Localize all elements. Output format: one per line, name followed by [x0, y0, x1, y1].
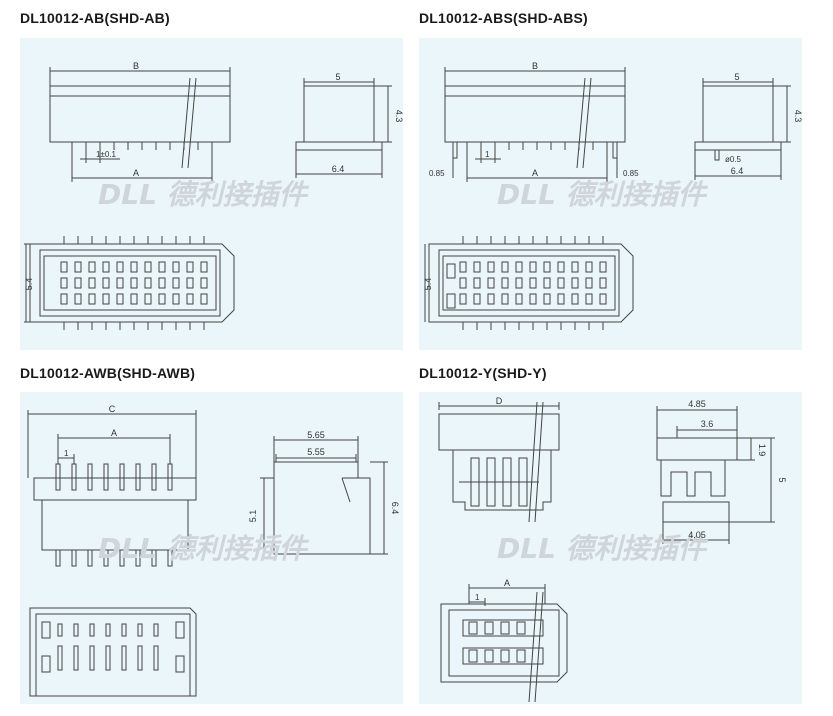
drawing-ab: DLL 德利接插件 B 1±0.1 A 5 4.3 6.4 5.4: [24, 61, 403, 330]
dim-0-85-right: 0.85: [623, 169, 639, 178]
drawing-panel-abs: DLL 德利接插件 B 1 A 0.85 0.85 5 4.3 ø0.5 6.4…: [419, 38, 802, 350]
dim-5-4: 5.4: [423, 278, 433, 291]
dim-6-4: 6.4: [390, 502, 400, 515]
dim-4-85: 4.85: [688, 399, 706, 409]
panel-4-title: DL10012-Y(SHD-Y): [419, 365, 547, 381]
dim-A: A: [532, 168, 538, 178]
dim-5: 5: [734, 72, 739, 82]
dim-4-05: 4.05: [688, 530, 706, 540]
dim-pitch: 1: [485, 150, 490, 159]
dim-A: A: [504, 578, 510, 588]
dim-5-4: 5.4: [24, 278, 34, 291]
dim-4-3: 4.3: [394, 110, 403, 123]
dim-5: 5: [777, 477, 787, 482]
dim-1-9: 1.9: [757, 444, 767, 457]
dim-5-1: 5.1: [248, 510, 258, 523]
watermark: DLL 德利接插件: [497, 178, 709, 211]
drawing-abs: DLL 德利接插件 B 1 A 0.85 0.85 5 4.3 ø0.5 6.4…: [423, 61, 802, 330]
dim-6-4: 6.4: [332, 164, 345, 174]
drawing-panel-awb: DLL 德利接插件 C A 1 5.65 5.55 5.1 6.4: [20, 392, 403, 704]
watermark: DLL 德利接插件: [98, 532, 310, 565]
drawing-awb: DLL 德利接插件 C A 1 5.65 5.55 5.1 6.4: [27, 404, 400, 697]
panel-3-title: DL10012-AWB(SHD-AWB): [20, 365, 196, 381]
dim-5: 5: [335, 72, 340, 82]
dim-A: A: [111, 428, 117, 438]
dim-C: C: [109, 404, 116, 414]
dim-5-65: 5.65: [307, 430, 325, 440]
dim-pitch: 1±0.1: [96, 150, 117, 159]
dim-B: B: [133, 61, 139, 71]
watermark: DLL 德利接插件: [497, 532, 709, 565]
dim-pitch: 1: [64, 449, 69, 458]
drawing-panel-y: DLL 德利接插件 D A 1 4.85 3.6 1.9 5 4.05: [419, 392, 802, 704]
dim-B: B: [532, 61, 538, 71]
drawing-y: DLL 德利接插件 D A 1 4.85 3.6 1.9 5 4.05: [438, 396, 787, 703]
panel-2-title: DL10012-ABS(SHD-ABS): [419, 10, 588, 26]
dim-diameter: ø0.5: [725, 155, 742, 164]
dim-A: A: [133, 168, 139, 178]
panel-1-title: DL10012-AB(SHD-AB): [20, 10, 170, 26]
dim-D: D: [496, 396, 503, 406]
dim-0-85-left: 0.85: [429, 169, 445, 178]
dim-pitch: 1: [475, 593, 480, 602]
dim-4-3: 4.3: [793, 110, 802, 123]
dim-3-6: 3.6: [701, 419, 714, 429]
drawing-panel-ab: DLL 德利接插件 B 1±0.1 A 5 4.3 6.4 5.4: [20, 38, 403, 350]
dim-5-55: 5.55: [307, 447, 325, 457]
dim-6-4: 6.4: [731, 166, 744, 176]
watermark: DLL 德利接插件: [98, 178, 310, 211]
